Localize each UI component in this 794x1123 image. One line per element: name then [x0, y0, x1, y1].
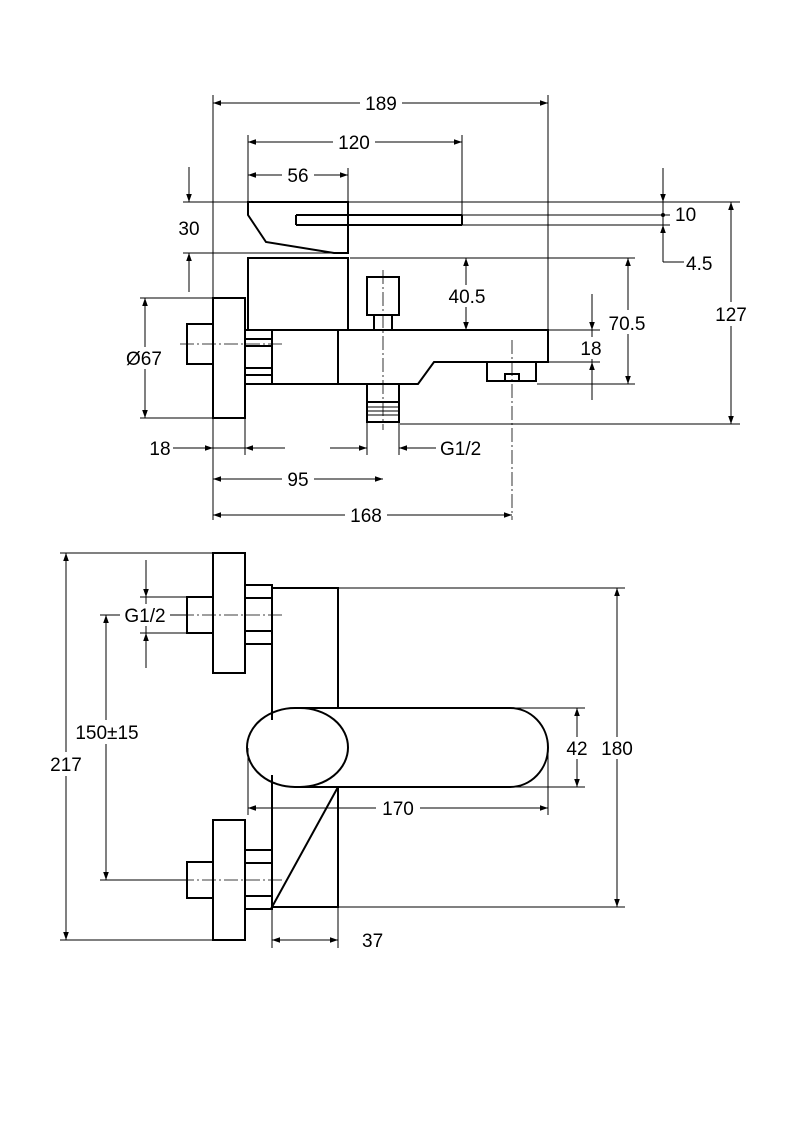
upper-hex-nut [244, 584, 273, 645]
lever [247, 201, 349, 254]
dim-lever-height: 30 [178, 219, 199, 240]
lower-flange [212, 819, 246, 941]
dim-flange-thickness: 18 [149, 439, 170, 460]
dim-total-width: 217 [50, 755, 82, 776]
dim-lever-length: 120 [338, 133, 370, 154]
dim-inlet-thread: G1/2 [124, 606, 165, 627]
dim-lever-span: 170 [382, 799, 414, 820]
dim-flange-diameter: Ø67 [126, 349, 162, 370]
dim-inlet-spacing: 150±15 [75, 723, 138, 744]
lever-top [246, 707, 549, 788]
hex-nut [244, 329, 273, 385]
dim-lever-thickness: 10 [675, 205, 696, 226]
dim-overall-height: 127 [715, 305, 747, 326]
aerator [486, 361, 537, 382]
dim-body-depth: 37 [362, 931, 383, 952]
dim-lever-width: 42 [566, 739, 587, 760]
dim-spout-reach: 168 [350, 506, 382, 527]
upper-flange [212, 552, 246, 674]
dim-outlet-offset: 95 [287, 470, 308, 491]
spout-body [271, 329, 549, 385]
dim-lever-depth: 56 [287, 166, 308, 187]
dim-outlet-height: 40.5 [449, 287, 486, 308]
wall-flange [212, 297, 246, 419]
dim-total-length: 189 [365, 94, 397, 115]
dim-outlet-thread: G1/2 [440, 439, 481, 460]
top-view: G1/2 150±15 217 42 180 170 37 [44, 552, 640, 952]
dim-body-width: 180 [601, 739, 633, 760]
dim-spout-height: 18 [580, 339, 601, 360]
side-view: 189 120 56 30 10 4.5 Ø67 40.5 70.5 [120, 92, 754, 527]
dim-diverter-height: 70.5 [609, 314, 646, 335]
lower-hex-nut [244, 849, 273, 910]
cartridge-housing [247, 257, 349, 331]
dim-lever-gap: 4.5 [686, 254, 712, 275]
